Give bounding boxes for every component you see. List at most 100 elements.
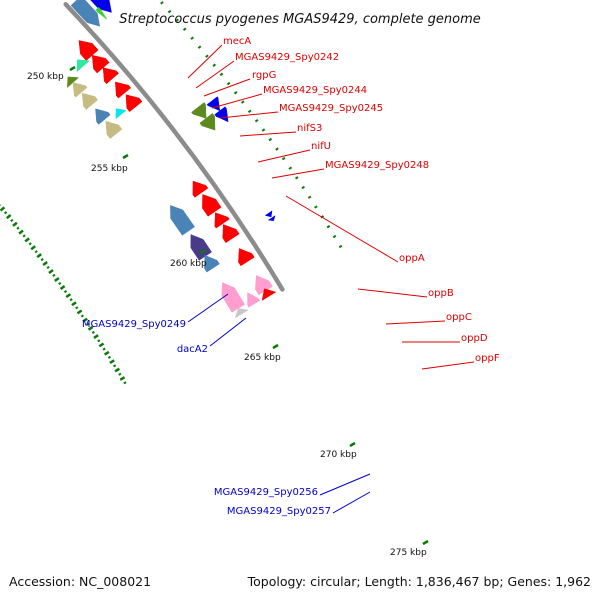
tick-mark	[3, 211, 8, 215]
gene-label: rgpG	[252, 70, 276, 81]
tick-mark	[268, 137, 273, 142]
tick-mark	[219, 72, 224, 77]
tick-mark	[36, 253, 42, 259]
leader-line	[357, 288, 428, 298]
major-tick-mark	[122, 153, 129, 160]
gene-feature	[191, 102, 207, 119]
kbp-tick-label: 270 kbp	[320, 450, 357, 460]
tick-mark	[261, 128, 266, 132]
tick-mark	[76, 309, 83, 315]
tick-mark	[275, 147, 279, 151]
gene-feature	[234, 308, 249, 319]
tick-mark	[114, 367, 121, 373]
leader-line	[285, 195, 399, 263]
tick-mark	[102, 347, 106, 351]
tick-mark	[182, 27, 187, 31]
gene-feature	[204, 254, 220, 273]
leader-line	[209, 317, 247, 347]
gene-feature	[247, 292, 261, 308]
gene-feature	[222, 224, 240, 244]
tick-mark	[58, 281, 62, 286]
gene-feature	[95, 6, 108, 20]
tick-mark	[10, 218, 14, 223]
leader-line	[385, 320, 446, 325]
genome-backbone-line	[63, 2, 285, 292]
tick-mark	[98, 342, 105, 348]
major-tick-mark	[422, 539, 429, 546]
tick-mark	[338, 244, 343, 249]
leader-line	[187, 44, 223, 79]
tick-mark	[42, 261, 48, 267]
tick-mark	[65, 293, 72, 299]
gene-label: nifU	[311, 141, 331, 152]
tick-mark	[332, 234, 337, 239]
gene-label: MGAS9429_Spy0244	[263, 85, 367, 96]
gene-feature	[221, 282, 246, 313]
gene-label: MGAS9429_Spy0248	[325, 160, 429, 171]
tick-mark	[87, 325, 94, 331]
gene-feature	[238, 248, 255, 267]
gene-feature	[264, 210, 273, 218]
kbp-tick-label: 275 kbp	[390, 548, 427, 558]
tick-mark	[5, 214, 12, 220]
tick-mark	[93, 334, 99, 339]
tick-mark	[190, 36, 194, 40]
major-tick-mark	[349, 441, 356, 448]
gene-label: oppB	[428, 288, 454, 299]
leader-line	[332, 491, 371, 514]
gene-feature	[115, 81, 132, 99]
tick-mark	[301, 185, 306, 190]
backbone	[63, 2, 285, 292]
gene-features	[67, 0, 277, 319]
tick-mark	[254, 119, 259, 123]
gene-feature	[261, 288, 277, 301]
tick-mark	[197, 45, 202, 49]
label-leader-lines	[187, 44, 475, 514]
gene-feature	[170, 205, 195, 236]
tick-mark	[240, 100, 245, 104]
gene-label: nifS3	[297, 123, 322, 134]
gene-feature	[70, 0, 101, 27]
kbp-tick-label: 265 kbp	[244, 353, 281, 363]
tick-mark	[103, 350, 110, 356]
tick-mark	[314, 205, 318, 209]
tick-mark	[294, 176, 299, 180]
gene-feature	[267, 215, 276, 221]
gene-feature	[214, 212, 230, 229]
leader-line	[203, 78, 251, 97]
tick-mark	[46, 265, 50, 270]
tick-mark	[247, 109, 252, 114]
tick-mark	[109, 359, 115, 365]
gene-label: oppA	[399, 253, 425, 264]
leader-line	[219, 111, 279, 119]
tick-mark	[54, 276, 60, 282]
tick-mark	[107, 355, 111, 359]
accession-text: Accession: NC_008021	[9, 574, 151, 589]
tick-mark	[118, 372, 122, 376]
tick-mark	[119, 376, 126, 381]
gene-feature	[192, 180, 209, 198]
gene-feature	[199, 113, 216, 131]
tick-mark	[34, 250, 38, 254]
tick-mark	[18, 229, 24, 235]
tick-mark	[22, 234, 26, 238]
tick-mark	[69, 298, 73, 302]
tick-mark	[71, 301, 77, 307]
kbp-tick-label: 255 kbp	[91, 164, 128, 174]
gene-label: oppD	[461, 333, 488, 344]
tick-mark	[226, 81, 231, 86]
tick-mark	[326, 225, 331, 229]
tick-mark	[40, 257, 44, 262]
gene-feature	[202, 194, 222, 217]
leader-line	[421, 361, 475, 370]
gene-feature	[72, 82, 88, 98]
leader-line	[195, 60, 235, 89]
gene-label: dacA2	[177, 344, 208, 355]
gene-feature	[81, 92, 99, 110]
leader-line	[211, 93, 263, 109]
tick-mark	[123, 381, 127, 385]
leader-line	[319, 473, 371, 496]
tick-mark	[59, 285, 66, 290]
tick-mark	[52, 273, 56, 278]
